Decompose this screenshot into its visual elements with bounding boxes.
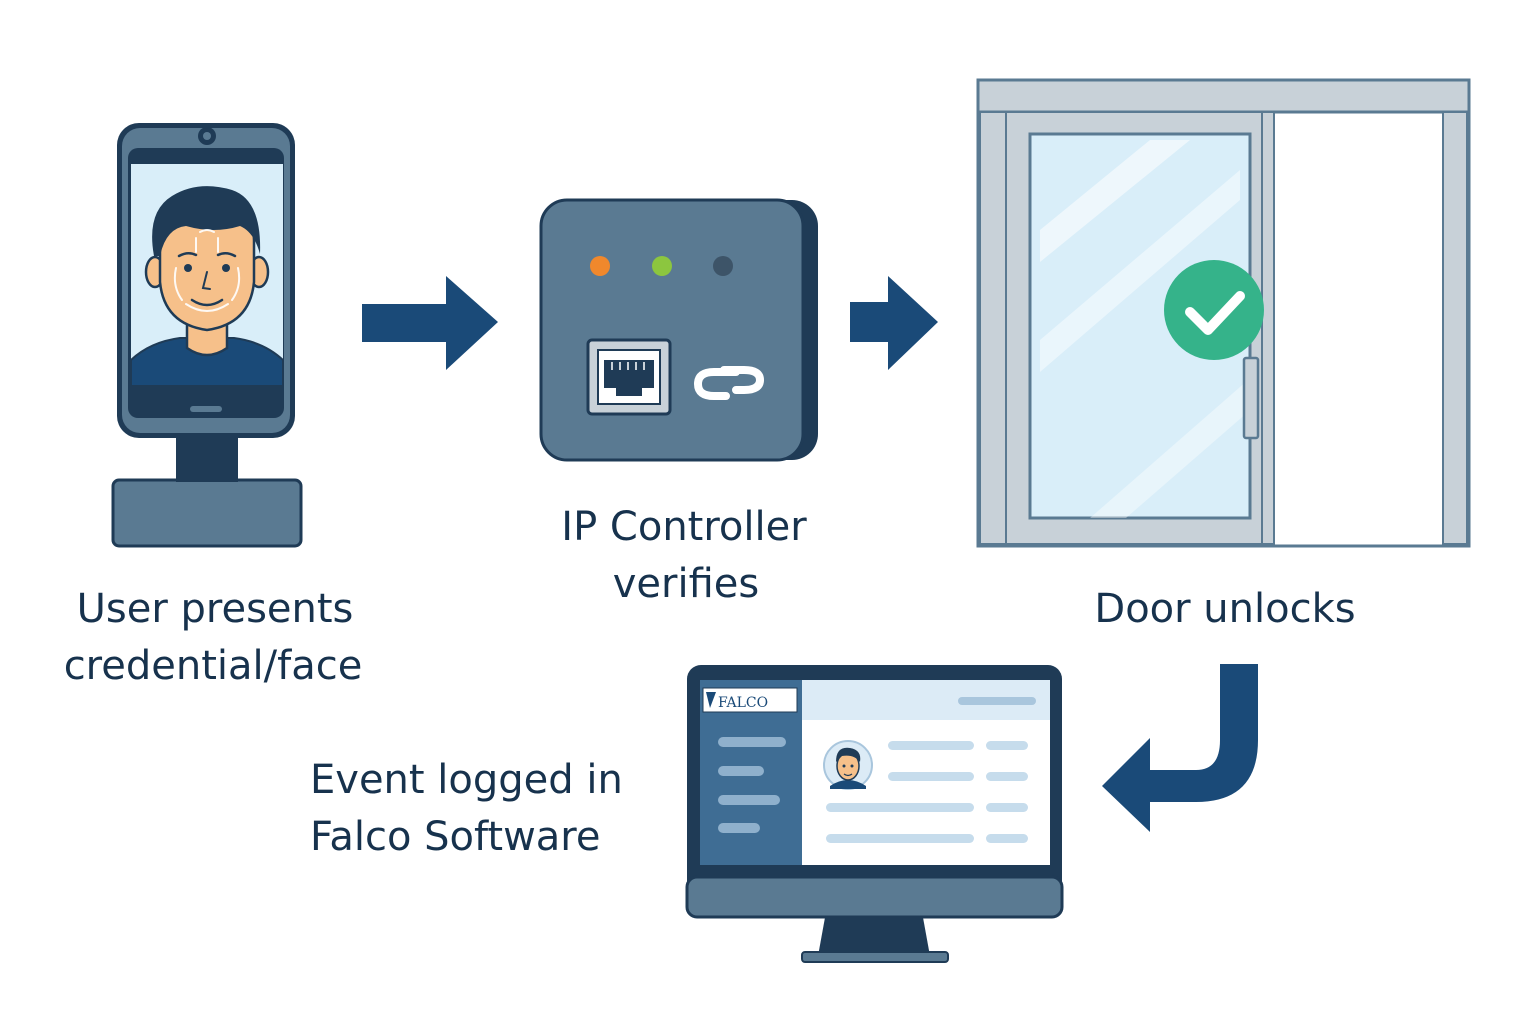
software-logo: FALCO bbox=[718, 695, 768, 711]
monitor-icon: FALCO bbox=[685, 665, 1064, 963]
list-item bbox=[986, 772, 1028, 781]
arrow-right-icon bbox=[850, 276, 938, 370]
list-item bbox=[888, 772, 974, 781]
step1-label-line1: User presents bbox=[77, 586, 354, 632]
link-icon bbox=[693, 366, 765, 400]
led-orange bbox=[590, 256, 610, 276]
step3-label: Door unlocks bbox=[1094, 586, 1355, 632]
avatar bbox=[823, 740, 873, 790]
led-off bbox=[713, 256, 733, 276]
list-item bbox=[826, 834, 974, 843]
step1-label-line2: credential/face bbox=[64, 643, 363, 689]
arrow-right-icon bbox=[362, 276, 498, 370]
list-item bbox=[986, 741, 1028, 750]
led-green bbox=[652, 256, 672, 276]
list-item bbox=[986, 834, 1028, 843]
ip-controller-icon bbox=[539, 198, 818, 462]
face-recognition-terminal-icon bbox=[111, 123, 303, 548]
step4-label-line1: Event logged in bbox=[310, 757, 623, 803]
sidebar-item[interactable] bbox=[718, 795, 780, 805]
ethernet-port-icon bbox=[586, 338, 672, 416]
list-item bbox=[826, 803, 974, 812]
step2-label-line1: IP Controller bbox=[561, 504, 807, 550]
list-item bbox=[888, 741, 974, 750]
step2-label-line2: verifies bbox=[613, 561, 759, 607]
list-item bbox=[986, 803, 1028, 812]
arrow-curved-left-icon bbox=[1102, 664, 1258, 832]
checkmark-icon bbox=[1164, 260, 1264, 360]
sidebar-item[interactable] bbox=[718, 737, 786, 747]
step4-label-line2: Falco Software bbox=[310, 814, 600, 860]
sidebar-item[interactable] bbox=[718, 766, 764, 776]
glass-door-icon bbox=[976, 78, 1471, 548]
sidebar-item[interactable] bbox=[718, 823, 760, 833]
